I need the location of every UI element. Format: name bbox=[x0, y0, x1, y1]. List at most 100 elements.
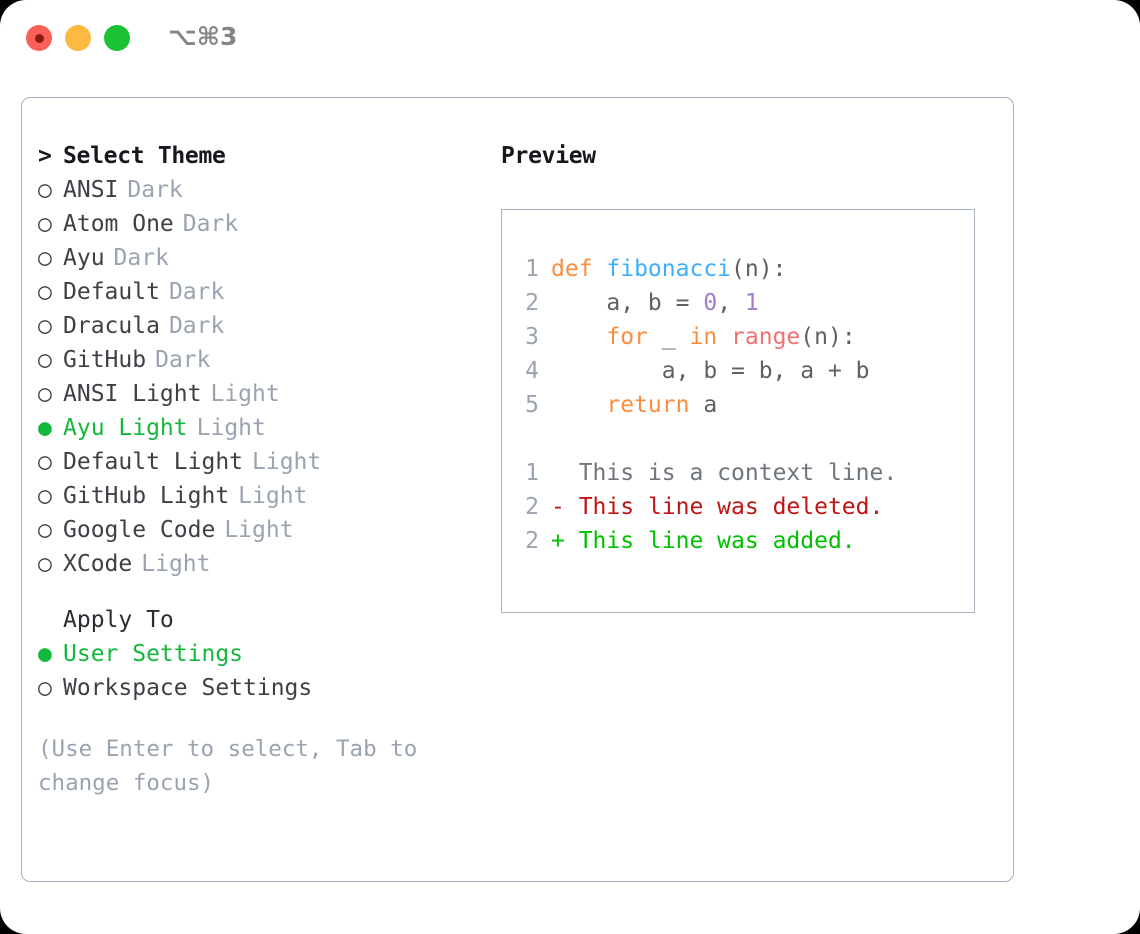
maximize-button[interactable] bbox=[104, 25, 130, 51]
theme-list-item[interactable]: ○ Atom One Dark bbox=[38, 207, 468, 241]
line-number: 5 bbox=[525, 392, 539, 418]
theme-name: ANSI bbox=[63, 177, 119, 203]
prompt-caret-icon: > bbox=[38, 143, 52, 169]
code-token: a bbox=[689, 392, 718, 418]
theme-category: Dark bbox=[127, 177, 183, 203]
title-bar: ⌥⌘3 bbox=[0, 0, 1140, 78]
radio-unselected-icon: ○ bbox=[38, 279, 52, 305]
code-token: , bbox=[717, 290, 745, 316]
theme-list-item[interactable]: ○ Google Code Light bbox=[38, 513, 468, 547]
theme-list-item[interactable]: ○ Default Dark bbox=[38, 275, 468, 309]
apply-to-label: User Settings bbox=[63, 641, 244, 667]
diff-text: This line was added. bbox=[564, 528, 856, 554]
radio-selected-icon: ● bbox=[38, 641, 52, 667]
theme-category: Dark bbox=[168, 279, 225, 305]
line-number: 1 bbox=[525, 460, 539, 486]
diff-text: This line was deleted. bbox=[564, 494, 884, 520]
apply-to-label: Workspace Settings bbox=[63, 675, 313, 701]
line-number: 3 bbox=[525, 324, 539, 350]
diff-line: 2 + This line was added. bbox=[513, 524, 897, 558]
radio-unselected-icon: ○ bbox=[38, 449, 52, 475]
code-token: _ bbox=[647, 324, 690, 350]
theme-category: Dark bbox=[113, 245, 169, 271]
preview-title: Preview bbox=[501, 143, 596, 169]
diff-line: 2- This line was deleted. bbox=[513, 490, 897, 524]
theme-list-item[interactable]: ○ Default Light Light bbox=[38, 445, 468, 479]
code-token bbox=[551, 324, 606, 350]
radio-unselected-icon: ○ bbox=[38, 381, 52, 407]
theme-list-item[interactable]: ○ ANSI Dark bbox=[38, 173, 468, 207]
diff-marker: - bbox=[551, 494, 565, 520]
line-number: 2 bbox=[525, 528, 539, 554]
code-line: 4 a, b = b, a + b bbox=[513, 354, 897, 388]
window-controls bbox=[26, 25, 130, 51]
line-number: 1 bbox=[525, 256, 539, 282]
spacer bbox=[38, 581, 468, 603]
minimize-button[interactable] bbox=[65, 25, 91, 51]
theme-list-item[interactable]: ● Ayu Light Light bbox=[38, 411, 468, 445]
radio-unselected-icon: ○ bbox=[38, 347, 52, 373]
diff-marker bbox=[551, 460, 565, 486]
theme-name: Atom One bbox=[63, 211, 174, 237]
radio-unselected-icon: ○ bbox=[38, 177, 52, 203]
code-line: 3 for _ in range(n): bbox=[513, 320, 897, 354]
theme-name: Ayu Light bbox=[63, 415, 188, 441]
diff-marker: + bbox=[551, 528, 565, 554]
code-token: (n): bbox=[800, 324, 856, 350]
theme-name: Google Code bbox=[63, 517, 216, 543]
code-token: (n): bbox=[731, 256, 787, 282]
code-token: in bbox=[689, 324, 718, 350]
radio-unselected-icon: ○ bbox=[38, 551, 52, 577]
apply-to-option[interactable]: ○ Workspace Settings bbox=[38, 671, 468, 705]
radio-selected-icon: ● bbox=[38, 415, 52, 441]
code-token: 1 bbox=[744, 290, 759, 316]
code-token: for bbox=[606, 324, 648, 350]
radio-unselected-icon: ○ bbox=[38, 483, 52, 509]
code-token: 0 bbox=[703, 290, 718, 316]
apply-to-option[interactable]: ● User Settings bbox=[38, 637, 468, 671]
code-token bbox=[551, 392, 606, 418]
spacer bbox=[38, 705, 468, 732]
theme-category: Dark bbox=[182, 211, 239, 237]
theme-name: Default Light bbox=[63, 449, 244, 475]
code-line: 5 return a bbox=[513, 388, 897, 422]
theme-picker-title: Select Theme bbox=[63, 143, 226, 169]
apply-to-header: Apply To bbox=[38, 603, 468, 637]
code-spacer bbox=[513, 422, 897, 456]
code-token bbox=[717, 324, 731, 350]
theme-name: GitHub Light bbox=[63, 483, 230, 509]
apply-to-options: ● User Settings ○ Workspace Settings bbox=[38, 637, 468, 705]
theme-category: Light bbox=[252, 449, 322, 475]
radio-unselected-icon: ○ bbox=[38, 517, 52, 543]
line-number: 4 bbox=[525, 358, 539, 384]
code-token: a, b = bbox=[551, 290, 704, 316]
theme-list-item[interactable]: ○ XCode Light bbox=[38, 547, 468, 581]
theme-name: XCode bbox=[63, 551, 133, 577]
keyboard-hint: (Use Enter to select, Tab to change focu… bbox=[38, 736, 418, 796]
radio-unselected-icon: ○ bbox=[38, 211, 52, 237]
theme-name: Ayu bbox=[63, 245, 105, 271]
theme-category: Light bbox=[141, 551, 211, 577]
apply-to-title: Apply To bbox=[63, 607, 174, 633]
theme-picker-header: > Select Theme bbox=[38, 139, 468, 173]
theme-category: Light bbox=[224, 517, 294, 543]
theme-name: Default bbox=[63, 279, 160, 305]
theme-category: Light bbox=[196, 415, 266, 441]
theme-name: Dracula bbox=[63, 313, 160, 339]
theme-name: GitHub bbox=[63, 347, 147, 373]
radio-unselected-icon: ○ bbox=[38, 313, 52, 339]
radio-unselected-icon: ○ bbox=[38, 675, 52, 701]
diff-text: This is a context line. bbox=[564, 460, 898, 486]
close-button[interactable] bbox=[26, 25, 52, 51]
